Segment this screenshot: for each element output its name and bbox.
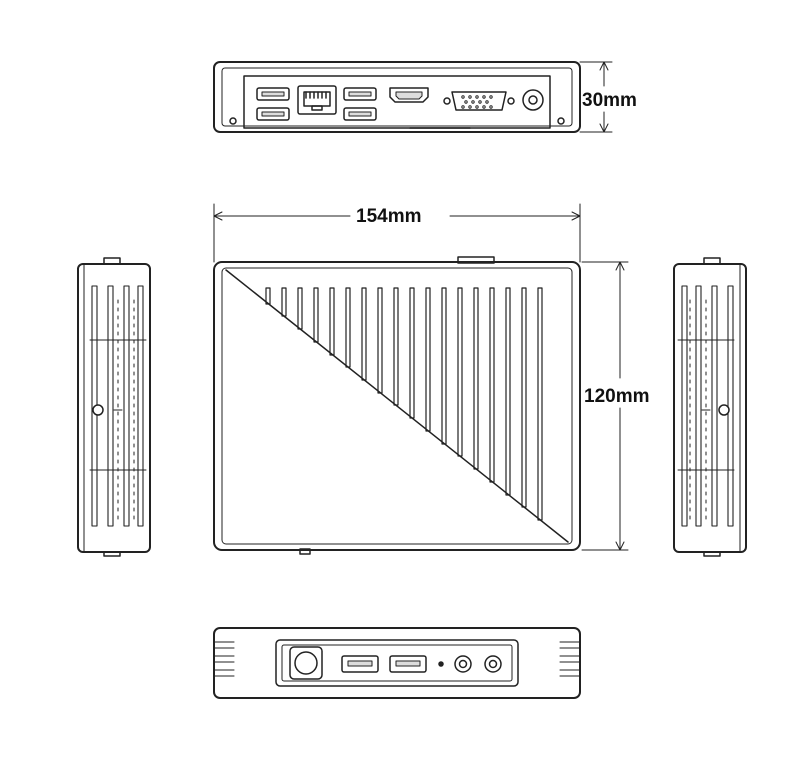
width-dimension bbox=[213, 203, 581, 263]
screw-icon bbox=[92, 404, 104, 416]
dc-power-jack-icon bbox=[522, 89, 544, 111]
power-button-icon bbox=[289, 646, 323, 680]
width-dimension-label: 154mm bbox=[356, 206, 422, 227]
depth-dimension bbox=[581, 261, 629, 551]
right-side-view bbox=[673, 257, 747, 557]
ethernet-port-icon bbox=[297, 85, 337, 115]
height-dimension-label: 30mm bbox=[582, 90, 637, 111]
front-view bbox=[213, 627, 581, 699]
top-view bbox=[213, 203, 581, 555]
usb-port-icon bbox=[341, 655, 427, 673]
screw-icon bbox=[718, 404, 730, 416]
left-side-view bbox=[77, 257, 151, 557]
hdmi-port-icon bbox=[389, 87, 429, 103]
usb-port-icon bbox=[343, 87, 377, 121]
usb-port-icon bbox=[256, 87, 290, 121]
depth-dimension-label: 120mm bbox=[584, 386, 650, 407]
screw-icon bbox=[229, 117, 565, 125]
height-dimension bbox=[579, 61, 613, 133]
vent-slots bbox=[265, 287, 543, 521]
rear-view bbox=[213, 61, 581, 133]
audio-jack-icon bbox=[454, 655, 502, 673]
vga-port-icon bbox=[443, 91, 515, 111]
led-indicator-icon bbox=[438, 661, 444, 667]
